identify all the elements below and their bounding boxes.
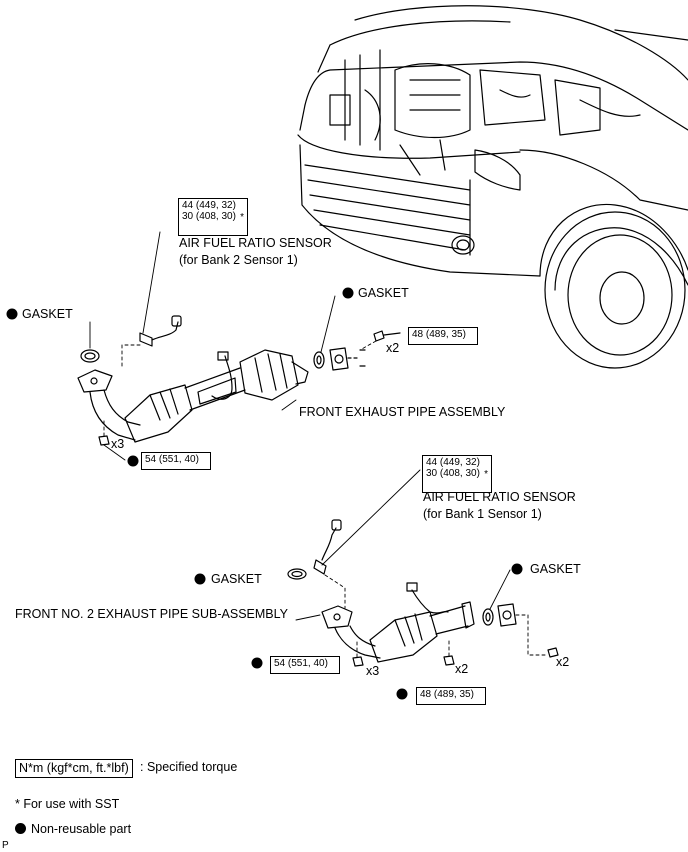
x2-lower-right-label: x2 <box>556 655 570 669</box>
af-sensor-bank2-label: AIR FUEL RATIO SENSOR <box>179 236 332 250</box>
corner-mark: P <box>2 840 9 851</box>
torque-box-sensor-bank1: 44 (449, 32) 30 (408, 30) * <box>422 455 492 493</box>
torque-value-b: 30 (408, 30) <box>182 211 236 222</box>
gasket-label-upper-left: GASKET <box>22 307 73 321</box>
front-exhaust-pipe-label: FRONT EXHAUST PIPE ASSEMBLY <box>299 405 506 419</box>
front-no2-exhaust-pipe <box>295 582 475 663</box>
legend-unit-desc: : Specified torque <box>140 760 238 774</box>
x3-upper-label: x3 <box>111 437 125 451</box>
torque-value-b: 30 (408, 30) <box>426 468 480 479</box>
upper-gaskets <box>80 295 401 461</box>
af-sensor-bank1-part <box>313 469 421 609</box>
af-sensor-bank1-label: AIR FUEL RATIO SENSOR <box>423 490 576 504</box>
legend-non-reusable-text: Non-reusable part <box>31 822 132 836</box>
gasket-label-lower-right: GASKET <box>530 562 581 576</box>
torque-box-48-lower: 48 (489, 35) <box>416 687 486 705</box>
torque-box-sensor-bank2: 44 (449, 32) 30 (408, 30) * <box>178 198 248 236</box>
torque-value-a: 44 (449, 32) <box>182 200 236 211</box>
af-sensor-bank2-part <box>121 231 182 369</box>
sst-star: * <box>240 212 244 223</box>
torque-value-a: 44 (449, 32) <box>426 457 480 468</box>
x3-lower-label: x3 <box>366 664 380 678</box>
front-exhaust-pipe-assembly <box>77 349 309 443</box>
af-sensor-bank2-sublabel: (for Bank 2 Sensor 1) <box>179 253 298 267</box>
torque-box-48-upper: 48 (489, 35) <box>408 327 478 345</box>
x2-upper-label: x2 <box>386 341 400 355</box>
vehicle-front-illustration <box>297 5 688 369</box>
legend-unit-box: N*m (kgf*cm, ft.*lbf) <box>15 759 133 778</box>
front-no2-pipe-label: FRONT NO. 2 EXHAUST PIPE SUB-ASSEMBLY <box>15 607 288 621</box>
non-reusable-markers <box>6 287 523 700</box>
torque-box-54-upper: 54 (551, 40) <box>141 452 211 470</box>
bullet-icon <box>15 823 26 834</box>
sst-star: * <box>484 469 488 480</box>
af-sensor-bank1-sublabel: (for Bank 1 Sensor 1) <box>423 507 542 521</box>
lower-gaskets <box>287 568 559 667</box>
x2-lower-label: x2 <box>455 662 469 676</box>
legend-sst-note: * For use with SST <box>15 797 120 811</box>
legend-non-reusable: Non-reusable part <box>15 822 131 837</box>
torque-box-54-lower: 54 (551, 40) <box>270 656 340 674</box>
gasket-label-lower-left: GASKET <box>211 572 262 586</box>
gasket-label-upper-right: GASKET <box>358 286 409 300</box>
